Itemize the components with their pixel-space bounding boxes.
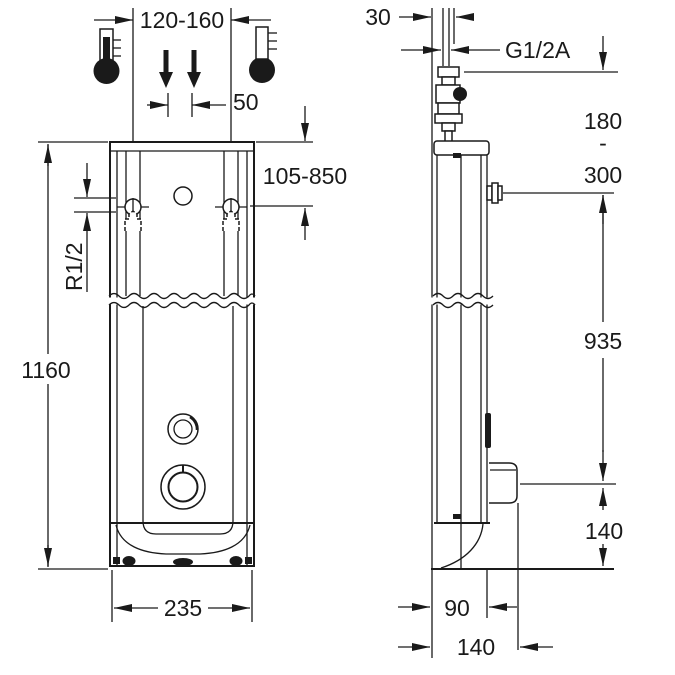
valve-knob xyxy=(453,87,467,101)
break-line xyxy=(432,292,494,300)
shutoff-valve xyxy=(434,66,467,143)
dim-total-depth: 140 xyxy=(457,634,495,660)
side-view xyxy=(429,8,614,658)
dim-connection-height: 105-850 xyxy=(263,163,347,189)
hot-thermometer-icon xyxy=(93,28,121,84)
side-view-dimensions: 30 G1/2A 180 - 300 935 140 90 140 xyxy=(365,4,623,660)
break-line xyxy=(432,301,494,309)
break-line xyxy=(108,292,256,300)
dim-outlet-height-min: 180 xyxy=(584,108,622,134)
dim-width: 235 xyxy=(164,595,202,621)
cold-thermometer-icon xyxy=(249,26,277,83)
thermostat-knob xyxy=(167,413,199,445)
outlet-fitting xyxy=(486,182,503,204)
knob-profile xyxy=(485,413,491,448)
water-inlet-arrows-icon xyxy=(159,50,201,88)
dim-wall-offset: 30 xyxy=(365,4,391,30)
dim-body-depth: 90 xyxy=(444,595,470,621)
left-inlet-fitting xyxy=(117,198,149,231)
screw-hole xyxy=(173,186,193,206)
dim-thread: R1/2 xyxy=(61,242,87,291)
spout-profile xyxy=(489,462,518,504)
front-view-dimensions: 120-160 50 105-850 R1/2 1160 235 xyxy=(21,7,347,622)
dim-outlet-height-max: 300 xyxy=(584,162,622,188)
break-line xyxy=(108,301,256,309)
front-view xyxy=(105,141,258,567)
dim-panel-height: 935 xyxy=(584,328,622,354)
dim-total-height: 1160 xyxy=(21,357,70,383)
dim-base-height: 140 xyxy=(585,518,623,544)
dim-range-separator: - xyxy=(599,130,607,156)
control-knob xyxy=(160,464,206,510)
right-inlet-fitting xyxy=(215,198,247,231)
dim-pipe-spacing: 120-160 xyxy=(140,7,224,33)
base-feet xyxy=(113,556,252,566)
dim-inlet-spacing: 50 xyxy=(233,89,259,115)
dim-outlet-thread: G1/2A xyxy=(505,37,571,63)
